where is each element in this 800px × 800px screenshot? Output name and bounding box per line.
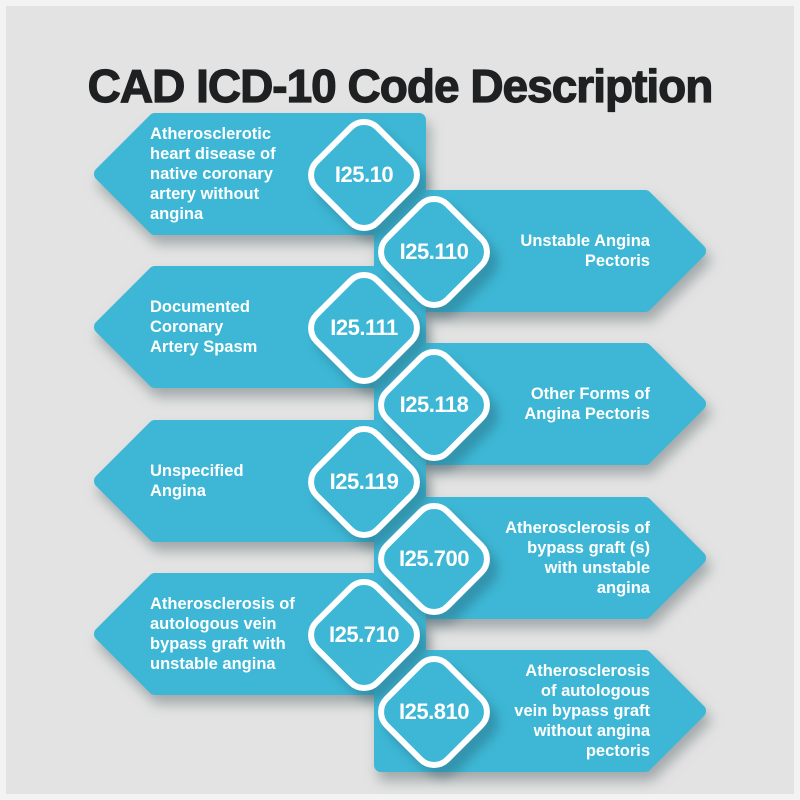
code-description: Atherosclerosis of autologous vein bypas… <box>150 595 295 673</box>
code-diamond: I25.110 <box>368 186 500 318</box>
code-description: Unstable Angina Pectoris <box>520 232 650 270</box>
code-label: I25.710 <box>329 622 399 647</box>
code-diamond: I25.119 <box>298 416 430 548</box>
code-diamond: I25.710 <box>298 569 430 701</box>
code-diamond: I25.700 <box>368 493 500 625</box>
code-label: I25.810 <box>399 699 469 724</box>
code-description: Documented Coronary Artery Spasm <box>150 298 258 356</box>
code-description: Atherosclerotic heart disease of native … <box>150 125 276 223</box>
code-diamond: I25.10 <box>298 109 430 241</box>
code-diamond: I25.111 <box>298 262 430 394</box>
code-description: Unspecified Angina <box>150 462 244 500</box>
code-label: I25.119 <box>329 469 399 494</box>
page-title: CAD ICD-10 Code Description <box>87 59 714 112</box>
code-description: Atherosclerosis of bypass graft (s) with… <box>505 519 650 597</box>
code-diamond: I25.810 <box>368 646 500 778</box>
code-label: I25.700 <box>399 546 469 571</box>
code-label: I25.110 <box>399 239 469 264</box>
code-label: I25.111 <box>330 315 398 340</box>
code-description: Other Forms of Angina Pectoris <box>524 385 650 423</box>
code-label: I25.10 <box>334 162 394 187</box>
code-diamond: I25.118 <box>368 339 500 471</box>
code-label: I25.118 <box>399 392 469 417</box>
code-description: Atherosclerosis of autologous vein bypas… <box>514 662 650 760</box>
